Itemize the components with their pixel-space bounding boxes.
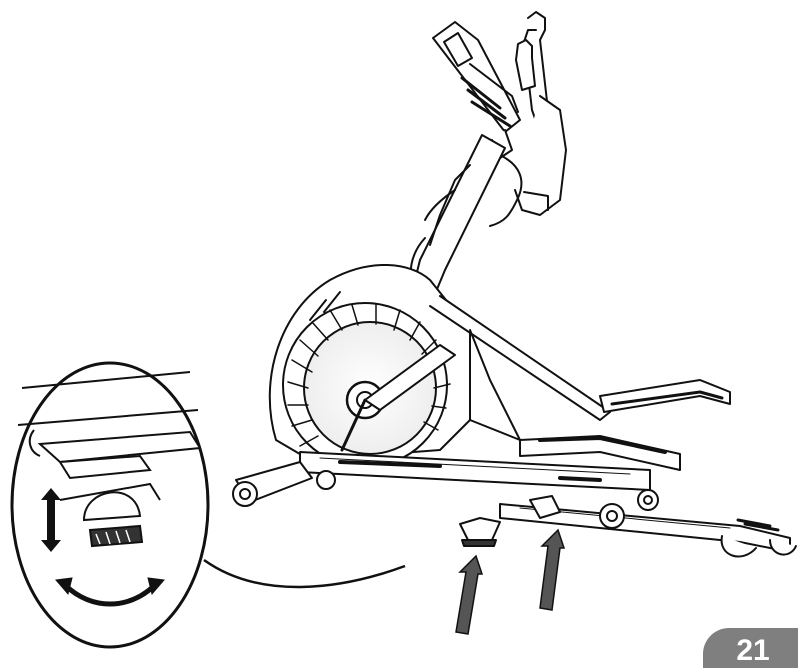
main-rail bbox=[299, 451, 651, 491]
rotate-arrow-icon bbox=[55, 577, 165, 607]
up-arrow-icon bbox=[455, 554, 484, 635]
flywheel-shroud bbox=[268, 263, 471, 468]
console bbox=[432, 21, 521, 159]
page-number: 21 bbox=[736, 634, 770, 667]
leveling-foot-rear bbox=[529, 495, 561, 519]
up-arrow-icon bbox=[539, 528, 566, 611]
front-stabilizer bbox=[232, 461, 336, 507]
pedal-arm bbox=[340, 344, 456, 452]
leveling-foot-detail bbox=[10, 361, 406, 649]
pedal-left bbox=[519, 435, 681, 471]
rear-wheels bbox=[599, 489, 659, 529]
double-vertical-arrow-icon bbox=[41, 488, 61, 552]
page-number-tab: 21 bbox=[703, 628, 798, 668]
elliptical-machine bbox=[232, 11, 797, 558]
rear-rail bbox=[499, 503, 797, 558]
handlebars bbox=[489, 11, 567, 227]
pedal-right bbox=[599, 379, 731, 413]
mast bbox=[409, 134, 506, 307]
leveling-foot-center bbox=[459, 517, 501, 547]
